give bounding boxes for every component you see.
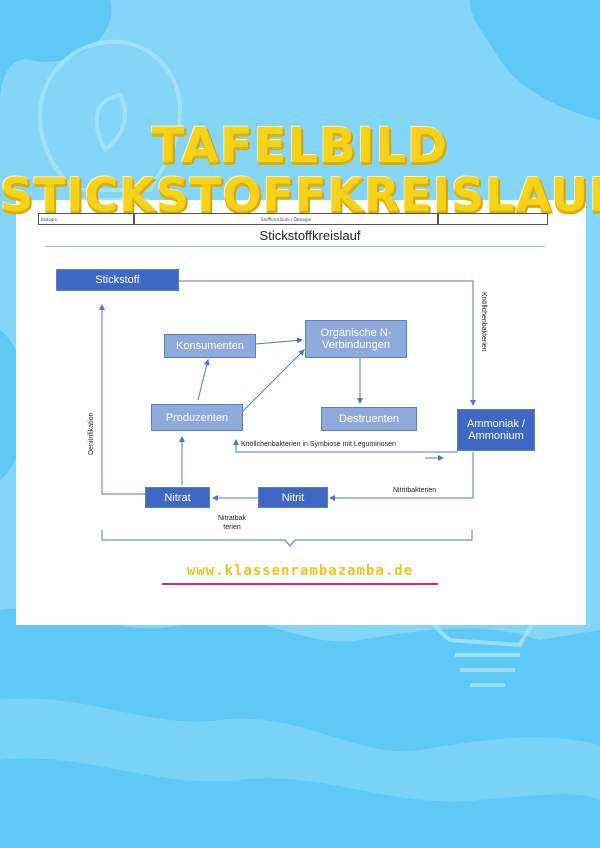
doc-header-left: Biologie (38, 213, 134, 225)
node-stickstoff: Stickstoff (56, 269, 179, 291)
label-denitrifikation: Denitrifikation (88, 412, 95, 455)
poster-title-line1: TAFELBILD (151, 118, 449, 174)
document-title: Stickstoffkreislauf (259, 228, 361, 243)
doc-header-right (438, 213, 548, 225)
node-organische-n-verbindungen: Organische N-Verbindungen (305, 320, 407, 358)
node-destruenten: Destruenten (321, 407, 417, 431)
label-symbiose: Knöllchenbakterien in Symbiose mit Legum… (241, 441, 396, 448)
node-nitrit: Nitrit (258, 487, 328, 508)
node-nitrat: Nitrat (145, 487, 210, 508)
blob-top-right (470, 0, 600, 120)
label-nitratbakterien: Nitratbak terien (218, 515, 247, 531)
node-ammoniak-ammonium: Ammoniak / Ammonium (457, 409, 535, 451)
title-rule (45, 246, 545, 247)
blob-top-left (0, 0, 112, 100)
website-link[interactable]: www.klassenrambazamba.de (186, 563, 414, 579)
website-underline (162, 583, 438, 585)
label-knoellchenbakterien-vertical: Knöllchenbakterien (480, 292, 487, 352)
doc-header-middle: Stoffkreisläufe / Ökologie (134, 213, 438, 225)
node-konsumenten: Konsumenten (164, 334, 256, 358)
node-produzenten: Produzenten (151, 404, 243, 431)
label-nitritbakterien: Nitritbakterien (393, 487, 437, 494)
